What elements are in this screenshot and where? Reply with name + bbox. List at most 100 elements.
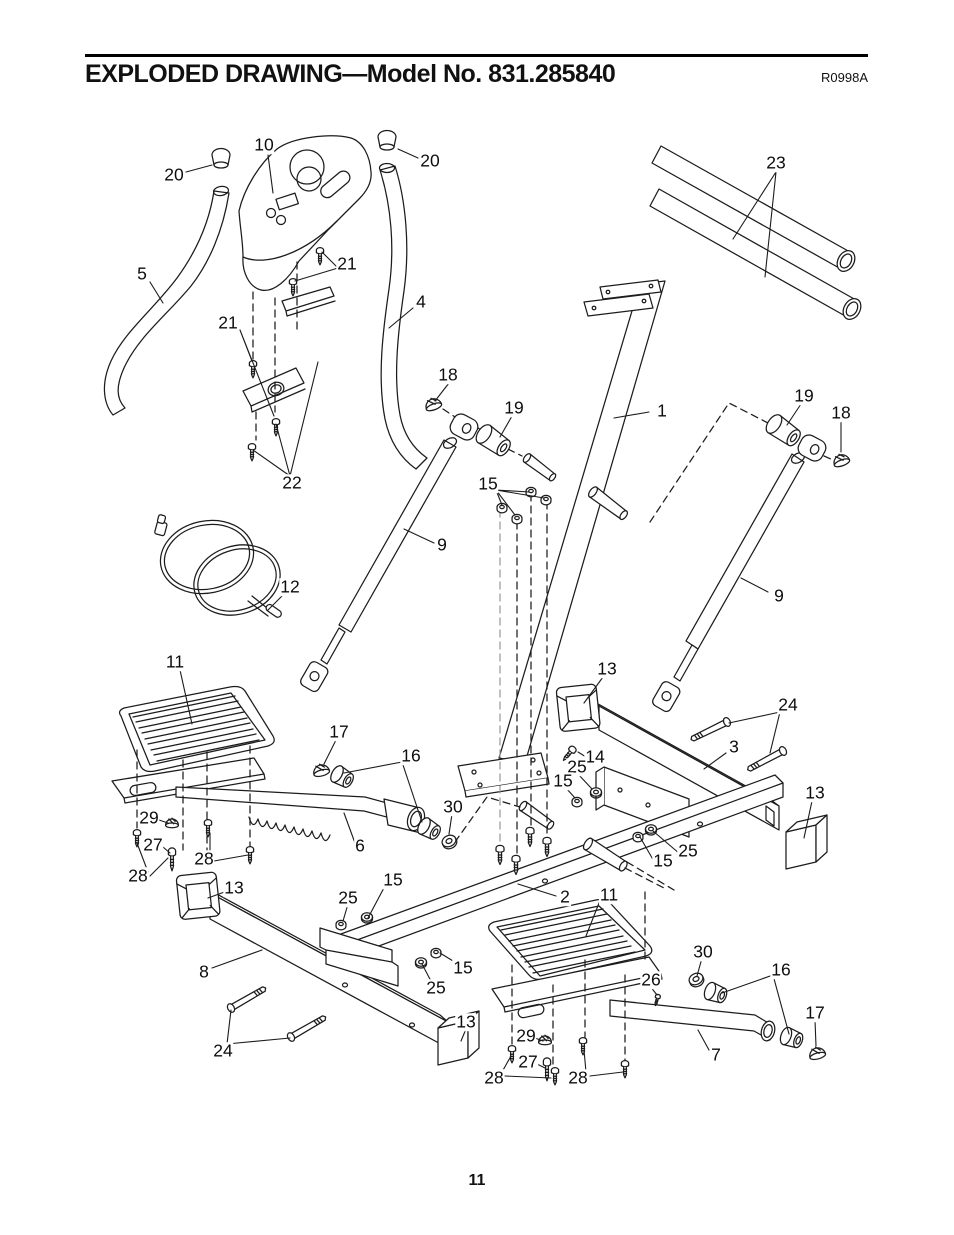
part-callout-8: 8 [198,961,210,982]
screw-part-21 [315,247,325,266]
part-callout-30: 30 [442,796,464,817]
bushing-part-16 [327,763,357,791]
spacer-part-19-right [762,411,805,450]
part-callout-16: 16 [400,745,422,766]
part-callout-7: 7 [710,1044,722,1065]
spacer-part-19-left [472,421,515,460]
part-callout-5: 5 [136,263,148,284]
part-callout-4: 4 [415,291,427,312]
part-callout-17: 17 [328,721,350,742]
capnut-part-18-left [422,395,444,413]
part-callout-13: 13 [455,1011,477,1032]
crossbar-tubes-part-23 [650,146,864,323]
part-callout-9: 9 [773,585,785,606]
part-callout-21: 21 [336,253,358,274]
part-callout-15: 15 [452,957,474,978]
capnut-part-18-right [830,451,852,469]
washer-part-25 [360,912,374,924]
right-pedal-part-11 [489,900,652,980]
screw-part-15-bolt [495,844,505,866]
part-callout-11: 11 [164,651,186,672]
part-callout-20: 20 [163,164,185,185]
part-callout-11: 11 [598,884,620,905]
header-rule [85,54,868,57]
part-callout-10: 10 [253,134,275,155]
part-callout-28: 28 [483,1067,505,1088]
left-pedal-part-11 [120,687,275,772]
hardware-fasteners [132,247,852,1086]
nut-part-15 [540,494,552,506]
endcap-part-20-left [211,147,231,169]
washer-part-30-left [439,832,460,852]
screw-part-28 [550,1067,560,1086]
right-handlebar-part-4 [380,164,428,470]
part-callout-24: 24 [777,694,799,715]
revision-code: R0998A [821,70,868,85]
washer-part-25 [414,957,428,969]
part-callout-25: 25 [425,977,447,998]
part-callout-6: 6 [354,835,366,856]
part-callout-25: 25 [337,887,359,908]
nut-part-15 [511,513,523,525]
part-callout-24: 24 [212,1040,234,1061]
screw-part-22 [247,443,257,462]
bolt-part-24 [225,983,269,1015]
part-callout-13: 13 [596,658,618,679]
part-callout-17: 17 [804,1002,826,1023]
part-callout-9: 9 [436,534,448,555]
resistance-cylinder-part-9-right [650,431,830,714]
part-callout-19: 19 [503,397,525,418]
part-callout-28: 28 [193,848,215,869]
upright-post-part-1 [458,280,665,797]
part-callout-15: 15 [652,850,674,871]
screw-part-28 [620,1060,630,1079]
cross-plate [320,928,398,986]
part-callout-16: 16 [770,959,792,980]
handlebar-clamp-plates-parts-21-22 [243,287,335,412]
console-part-10 [239,136,371,291]
part-callout-1: 1 [656,400,668,421]
part-callout-14: 14 [584,746,606,767]
nut-part-15 [571,796,583,808]
part-callout-26: 26 [640,969,662,990]
screw-part-27-left [167,847,177,872]
part-callout-15: 15 [382,869,404,890]
part-callout-2: 2 [559,886,571,907]
part-callout-15: 15 [477,473,499,494]
screw-part-28 [578,1037,588,1056]
page-title: EXPLODED DRAWING—Model No. 831.285840 [85,60,616,88]
screw-part-15-bolt [542,836,552,858]
endcap-part-20-right [377,129,397,151]
part-callout-18: 18 [437,364,459,385]
part-callout-12: 12 [279,576,301,597]
part-callout-18: 18 [830,402,852,423]
part-callout-28: 28 [567,1067,589,1088]
part-callout-13: 13 [804,782,826,803]
part-callout-30: 30 [692,941,714,962]
left-handlebar-part-5 [104,186,229,416]
bolt-part-24 [285,1012,329,1044]
washer-part-30-right [686,970,707,990]
part-callout-25: 25 [566,756,588,777]
assembly-dashed-lines [137,262,833,1070]
part-callout-22: 22 [281,472,303,493]
left-swing-arm-part-6 [176,787,428,841]
bolt-part-24 [688,715,733,745]
resistance-cylinder-part-9-left [298,410,482,694]
resistance-cable-part-12 [154,512,290,626]
part-callout-13: 13 [223,877,245,898]
part-callout-27: 27 [517,1051,539,1072]
part-callout-29: 29 [515,1025,537,1046]
part-callout-21: 21 [217,312,239,333]
part-callout-29: 29 [138,807,160,828]
screw-part-28 [507,1045,517,1064]
part-callout-3: 3 [728,736,740,757]
page-number: 11 [468,1172,486,1189]
right-swing-arm-part-7 [610,1000,777,1042]
pivot-cap-part-17-right [807,1044,827,1062]
part-callout-20: 20 [419,150,441,171]
part-callout-25: 25 [677,840,699,861]
bushing-part-16 [701,980,730,1006]
part-callout-19: 19 [793,385,815,406]
